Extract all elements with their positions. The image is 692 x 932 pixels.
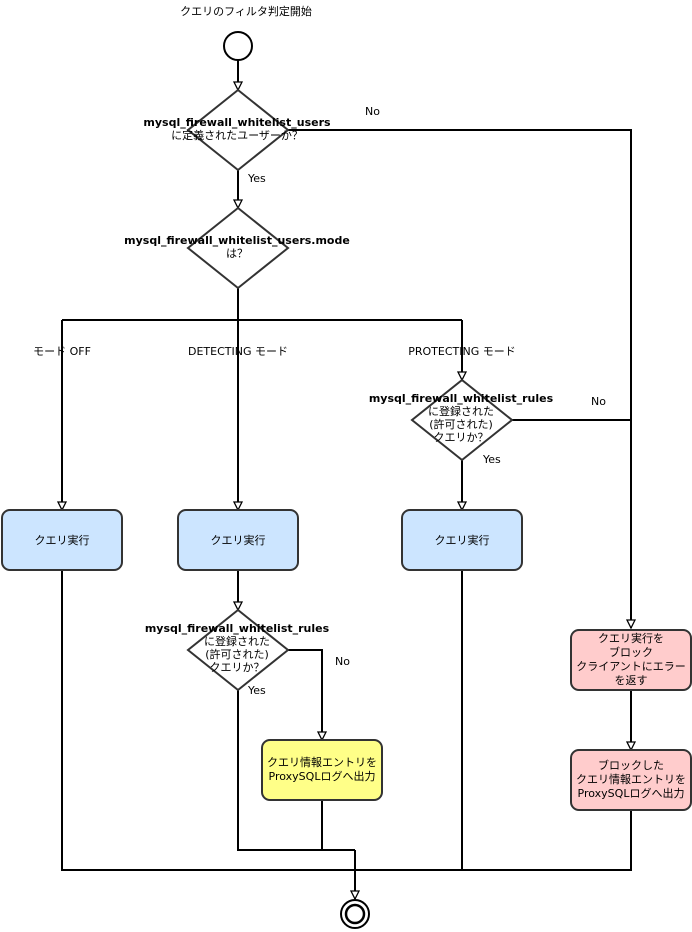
edge-detect-yes <box>237 690 355 851</box>
decision-protect-text-1: mysql_firewall_whitelist_rules <box>369 392 554 405</box>
action-block-label-2: ブロック <box>609 645 653 659</box>
action-log-blocked <box>570 749 692 811</box>
decision-mode <box>186 206 290 290</box>
action-exec-off <box>1 509 123 571</box>
decision-detect-text-4: クエリか？ <box>210 661 265 674</box>
end-node-inner <box>344 903 366 925</box>
action-log-blocked-label-2: クエリ情報エントリを <box>576 773 686 786</box>
edge-label-detect-yes: Yes <box>247 684 266 697</box>
edge-merge-bottom <box>61 570 632 871</box>
decision-detect-text-2: に登録された <box>204 634 270 648</box>
action-exec-off-label: クエリ実行 <box>35 533 90 547</box>
edge-label-mode-protecting: PROTECTING モード <box>408 345 516 358</box>
decision-user-text-2: に定義されたユーザーか？ <box>171 128 303 142</box>
edge-label-user-no: No <box>365 105 380 118</box>
decision-user-text-1: mysql_firewall_whitelist_users <box>143 116 331 129</box>
decision-protect-text-3: (許可された) <box>429 418 493 431</box>
action-log-detecting-label-1: クエリ情報エントリを <box>267 756 377 769</box>
edge-label-mode-detecting: DETECTING モード <box>188 345 288 358</box>
decision-mode-text-2: は？ <box>226 247 248 260</box>
action-exec-protecting <box>401 509 523 571</box>
action-exec-detecting <box>177 509 299 571</box>
edge-label-detect-no: No <box>335 655 350 668</box>
action-block-label-3: クライアントにエラー <box>576 660 686 673</box>
action-log-detecting <box>261 739 383 801</box>
start-node <box>223 31 253 61</box>
edge-label-user-yes: Yes <box>247 172 266 185</box>
action-block-label-4: を返す <box>615 674 648 687</box>
decision-detect-text-1: mysql_firewall_whitelist_rules <box>145 622 330 635</box>
decision-protect-text-4: クエリか？ <box>434 431 489 444</box>
action-exec-detecting-label: クエリ実行 <box>211 533 266 547</box>
decision-rules-detecting <box>186 608 290 692</box>
diagram-title: クエリのフィルタ判定開始 <box>180 4 312 18</box>
action-log-blocked-label-1: ブロックした <box>598 758 664 772</box>
edge-user-no-to-block <box>288 129 631 628</box>
action-log-detecting-label-2: ProxySQLログへ出力 <box>269 769 376 783</box>
decision-detect-text-3: (許可された) <box>205 648 269 661</box>
action-log-blocked-label-3: ProxySQLログへ出力 <box>578 786 685 800</box>
decision-mode-text-1: mysql_firewall_whitelist_users.mode <box>124 234 350 247</box>
decision-user-defined <box>186 88 290 172</box>
decision-protect-text-2: に登録された <box>428 404 494 418</box>
decision-rules-protecting <box>410 378 514 462</box>
edge-label-protect-yes: Yes <box>482 453 501 466</box>
action-block-query <box>570 629 692 691</box>
action-exec-protecting-label: クエリ実行 <box>435 533 490 547</box>
edge-label-protect-no: No <box>591 395 606 408</box>
edge-detect-no-to-log <box>288 649 322 740</box>
action-block-label-1: クエリ実行を <box>598 631 664 645</box>
edge-label-mode-off: モード OFF <box>33 345 91 358</box>
